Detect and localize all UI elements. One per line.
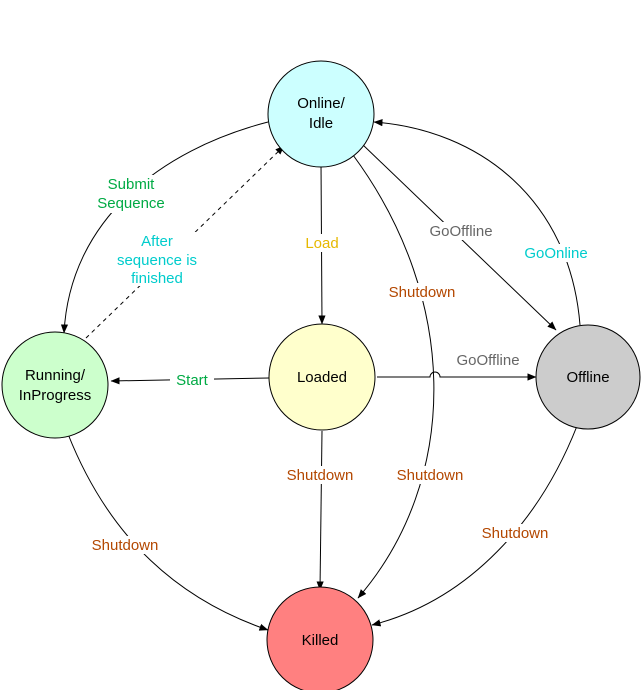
label-submit-line2: Sequence xyxy=(97,195,165,212)
state-killed-circle xyxy=(266,586,374,690)
label-shutdown-online-killed: Shutdown xyxy=(390,466,470,484)
label-start: Start xyxy=(170,371,214,389)
label-start-text: Start xyxy=(176,372,209,389)
state-running-circle xyxy=(1,331,109,439)
label-gooffline-online: GoOffline xyxy=(424,222,498,240)
state-loaded-circle xyxy=(268,323,376,431)
label-after-line3: finished xyxy=(131,270,183,287)
label-goonline: GoOnline xyxy=(519,244,593,262)
label-after-line2: sequence is xyxy=(117,252,197,269)
state-loaded: Loaded xyxy=(268,323,376,431)
label-shutdown-offline: Shutdown xyxy=(475,524,555,542)
state-killed: Killed xyxy=(266,586,374,690)
state-online-idle: Online/ Idle xyxy=(267,60,375,168)
label-gooffline-loaded: GoOffline xyxy=(451,351,525,369)
state-killed-line1: Killed xyxy=(302,632,339,649)
label-after-line1: After xyxy=(141,233,173,250)
edge-submit-sequence xyxy=(60,121,269,334)
label-gooffline-loaded-text: GoOffline xyxy=(456,352,519,369)
state-offline: Offline xyxy=(535,324,641,430)
label-load: Load xyxy=(300,234,344,252)
state-online-idle-line2: Idle xyxy=(309,115,333,132)
edge-shutdown-running xyxy=(67,433,269,631)
edge-gooffline-loaded xyxy=(377,371,537,381)
edge-shutdown-loaded xyxy=(316,430,324,591)
state-running-line1: Running/ xyxy=(25,367,86,384)
label-gooffline-online-text: GoOffline xyxy=(429,223,492,240)
edge-shutdown-offline xyxy=(371,425,578,627)
label-submit-line1: Submit xyxy=(108,176,156,193)
state-online-idle-line1: Online/ xyxy=(297,95,345,112)
label-shutdown-offline-text: Shutdown xyxy=(482,525,549,542)
label-shutdown-online-killed-text: Shutdown xyxy=(397,467,464,484)
edge-goonline xyxy=(373,119,581,326)
label-shutdown-online-text: Shutdown xyxy=(389,284,456,301)
label-shutdown-online: Shutdown xyxy=(382,283,462,301)
label-shutdown-running: Shutdown xyxy=(85,536,165,554)
label-shutdown-running-text: Shutdown xyxy=(92,537,159,554)
edge-shutdown-online xyxy=(352,154,435,599)
label-shutdown-loaded: Shutdown xyxy=(280,466,360,484)
state-offline-line1: Offline xyxy=(566,369,609,386)
state-running: Running/ InProgress xyxy=(1,331,109,439)
state-running-line2: InProgress xyxy=(19,387,92,404)
label-submit-sequence: Submit Sequence xyxy=(92,175,170,213)
state-loaded-line1: Loaded xyxy=(297,369,347,386)
state-offline-circle xyxy=(535,324,641,430)
state-online-idle-circle xyxy=(267,60,375,168)
label-shutdown-loaded-text: Shutdown xyxy=(287,467,354,484)
label-load-text: Load xyxy=(305,235,338,252)
label-after-finished: After sequence is finished xyxy=(110,232,204,287)
label-goonline-text: GoOnline xyxy=(524,245,587,262)
